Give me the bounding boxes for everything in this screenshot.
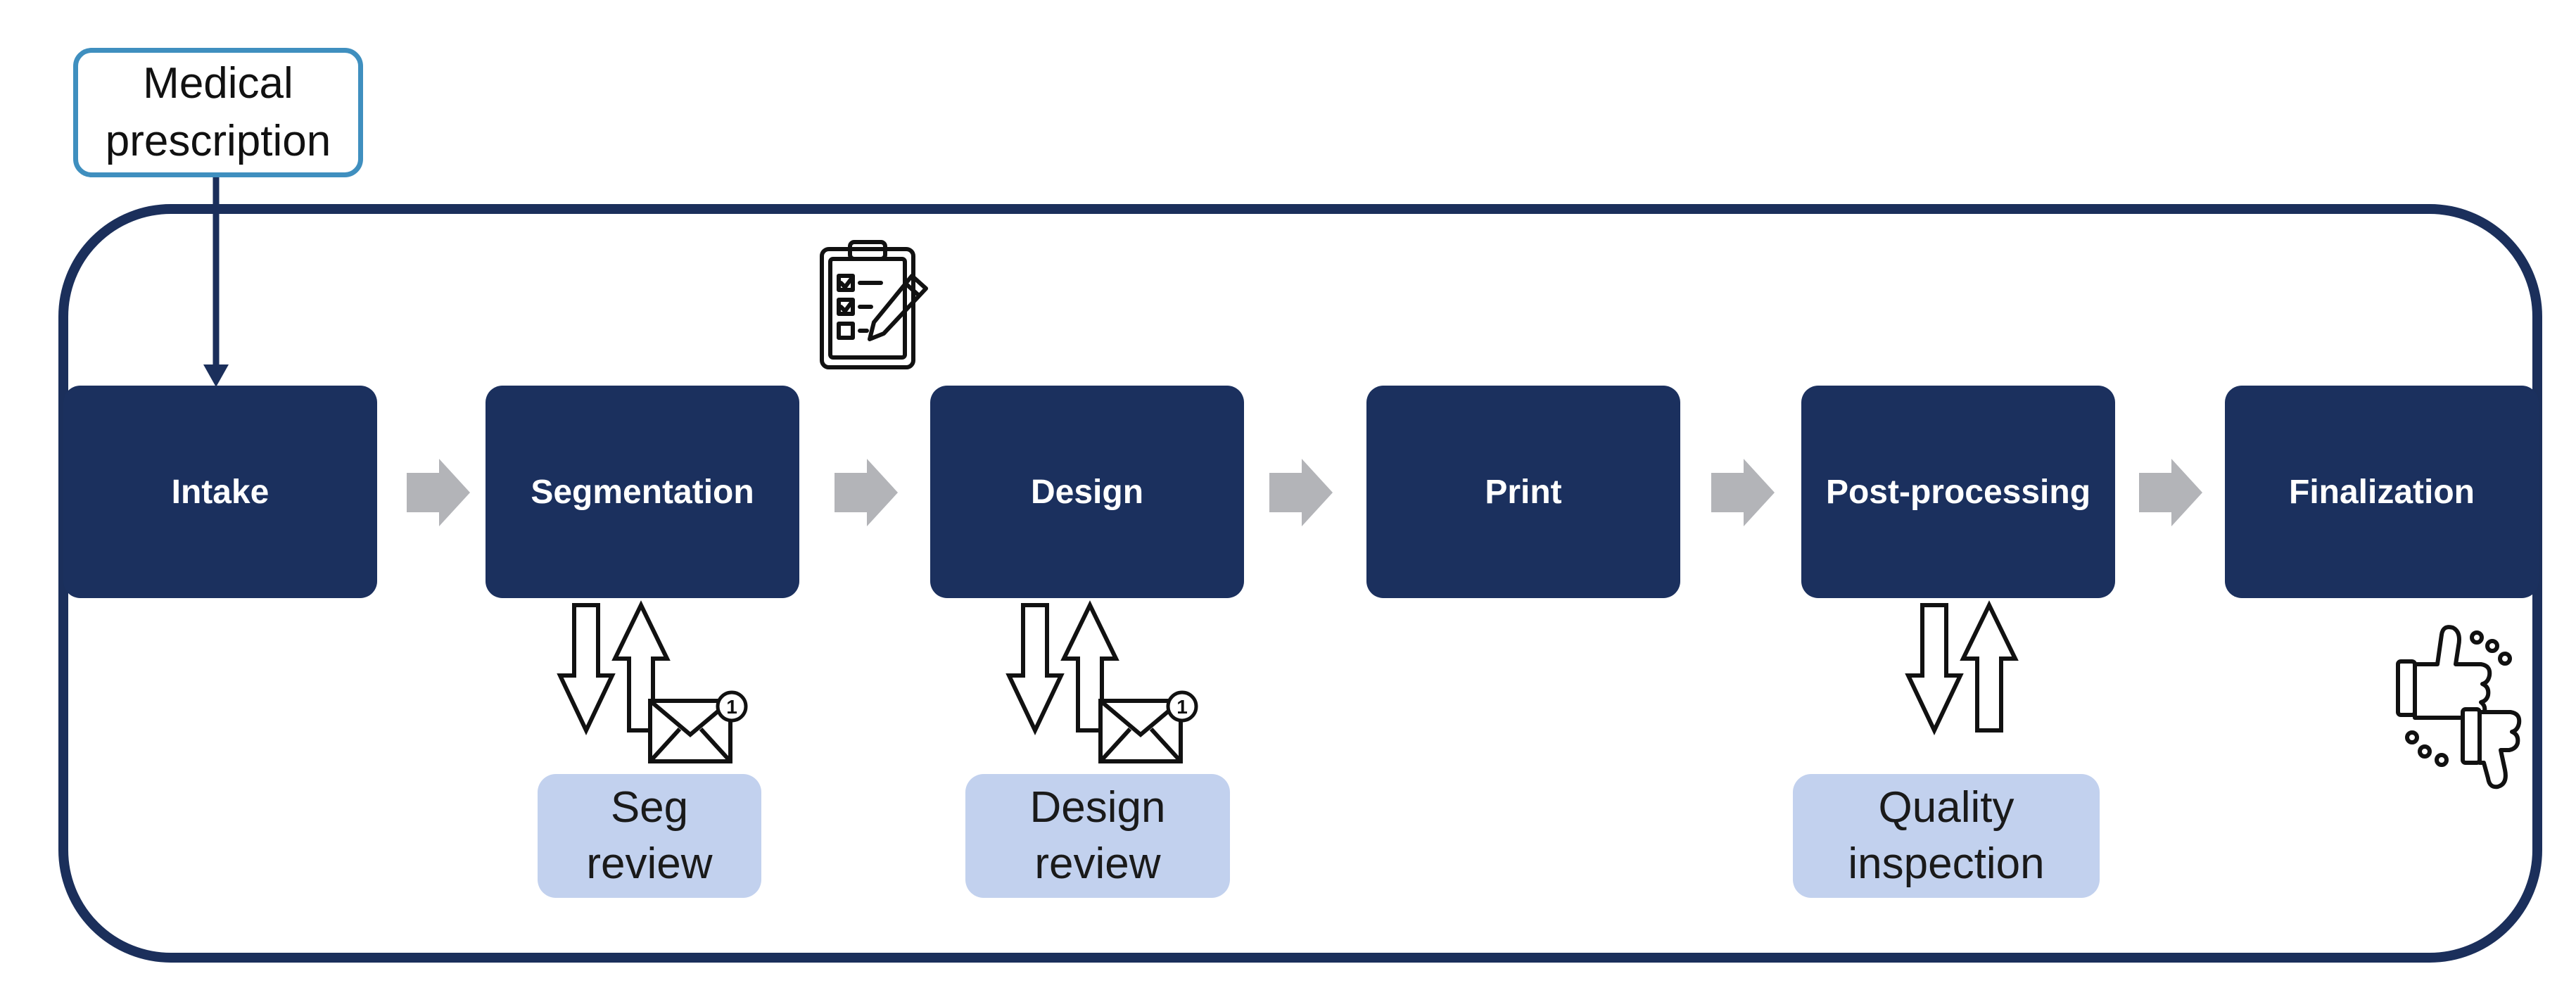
design-review-line1: Design <box>1029 783 1166 832</box>
medical-prescription-box: Medical prescription <box>73 48 363 177</box>
seg-review-line2: review <box>586 839 713 888</box>
design-mail-badge: 1 <box>1176 696 1188 718</box>
flow-arrow-4 <box>1711 459 1775 526</box>
stage-post-processing: Post-processing <box>1801 386 2115 598</box>
quality-inspection-line2: inspection <box>1848 839 2045 888</box>
design-review-box: Design review <box>965 774 1230 898</box>
design-review-line2: review <box>1034 839 1161 888</box>
prescription-line1: Medical <box>143 59 293 108</box>
seg-mail-badge: 1 <box>726 696 737 718</box>
clipboard-checklist-icon <box>820 240 928 369</box>
flow-arrow-5 <box>2139 459 2202 526</box>
stage-intake: Intake <box>63 386 377 598</box>
prescription-line2: prescription <box>105 117 331 165</box>
seg-mail-icon: 1 <box>650 690 748 761</box>
seg-review-box: Seg review <box>538 774 761 898</box>
quality-double-arrow-icon <box>1908 605 2015 730</box>
design-mail-icon: 1 <box>1100 690 1198 761</box>
stage-design: Design <box>930 386 1244 598</box>
stage-segmentation: Segmentation <box>486 386 799 598</box>
thumbs-up-down-icon <box>2396 625 2522 789</box>
flow-arrow-3 <box>1269 459 1333 526</box>
stage-finalization: Finalization <box>2225 386 2539 598</box>
stage-print: Print <box>1366 386 1680 598</box>
seg-review-line1: Seg <box>610 783 689 832</box>
flow-arrow-1 <box>407 459 470 526</box>
flow-arrow-2 <box>835 459 898 526</box>
quality-inspection-line1: Quality <box>1878 783 2015 832</box>
quality-inspection-box: Quality inspection <box>1793 774 2100 898</box>
prescription-connector <box>203 177 229 387</box>
